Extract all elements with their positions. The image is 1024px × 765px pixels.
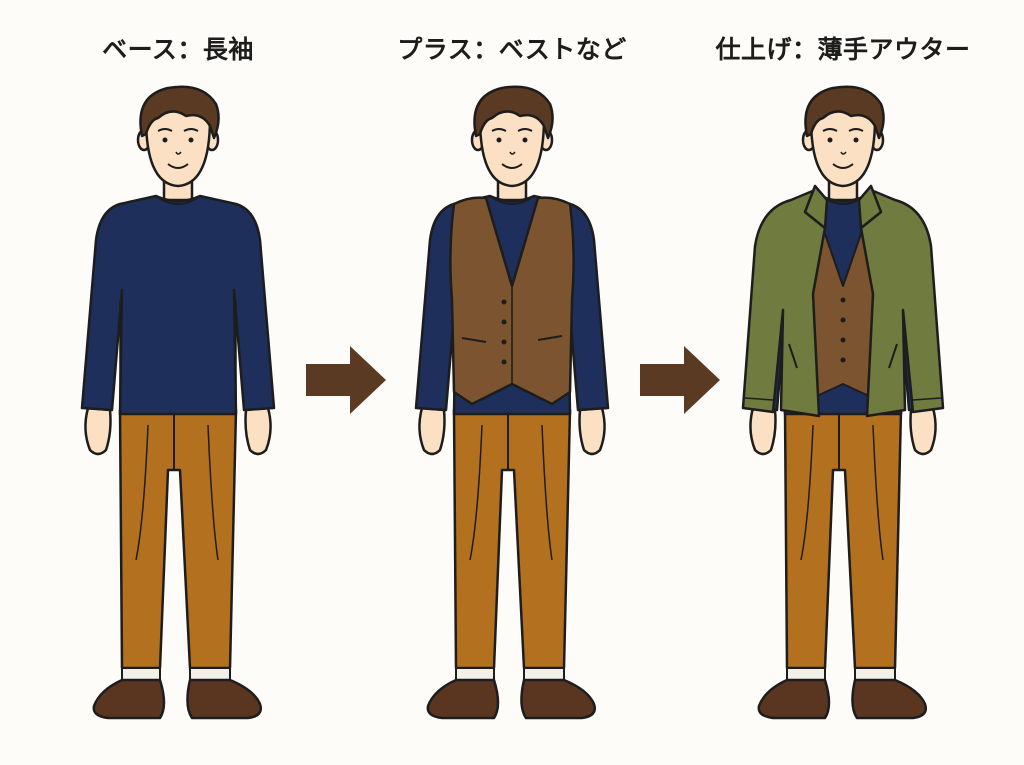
step-title-finish: 仕上げ：薄手アウター: [715, 35, 971, 64]
figure-finish-light-outer: [741, 85, 945, 720]
figure-plus-vest: [414, 85, 610, 720]
right-arrow-icon: [640, 346, 720, 414]
step-title-plus: プラス：ベストなど: [397, 35, 627, 64]
figure-base-long-sleeve: [80, 85, 276, 720]
step-title-base: ベース：長袖: [102, 35, 254, 64]
right-arrow-icon: [306, 346, 386, 414]
